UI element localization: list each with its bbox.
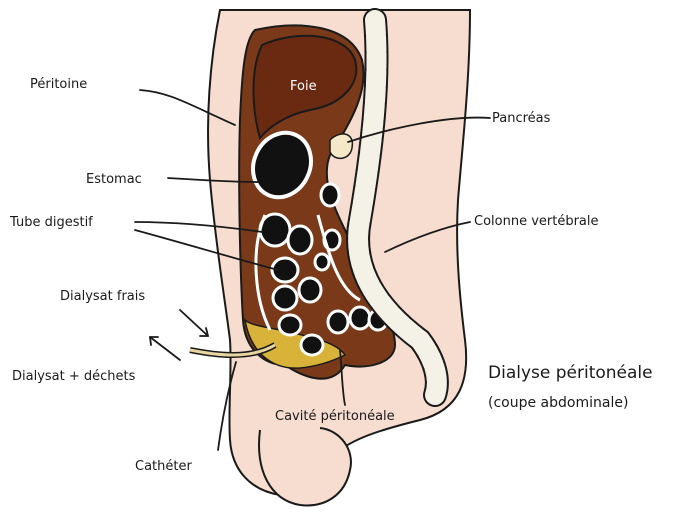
- label-peritoine: Péritoine: [30, 77, 87, 92]
- pancreas: [330, 134, 352, 159]
- label-pancreas: Pancréas: [492, 111, 551, 126]
- liver-label: Foie: [290, 79, 317, 94]
- label-tube-digestif: Tube digestif: [9, 215, 93, 230]
- arrow-waste-dialysate: [150, 337, 180, 360]
- label-estomac: Estomac: [86, 172, 142, 187]
- diagram-title: Dialyse péritonéale: [488, 363, 653, 383]
- label-catheter: Cathéter: [135, 459, 192, 474]
- label-cavite: Cavité péritonéale: [275, 409, 395, 424]
- label-dialysat-dechets: Dialysat + déchets: [12, 369, 136, 384]
- label-dialysat-frais: Dialysat frais: [60, 289, 145, 304]
- label-colonne: Colonne vertébrale: [474, 214, 599, 229]
- arrow-fresh-dialysate: [180, 310, 208, 336]
- diagram-subtitle: (coupe abdominale): [488, 395, 628, 411]
